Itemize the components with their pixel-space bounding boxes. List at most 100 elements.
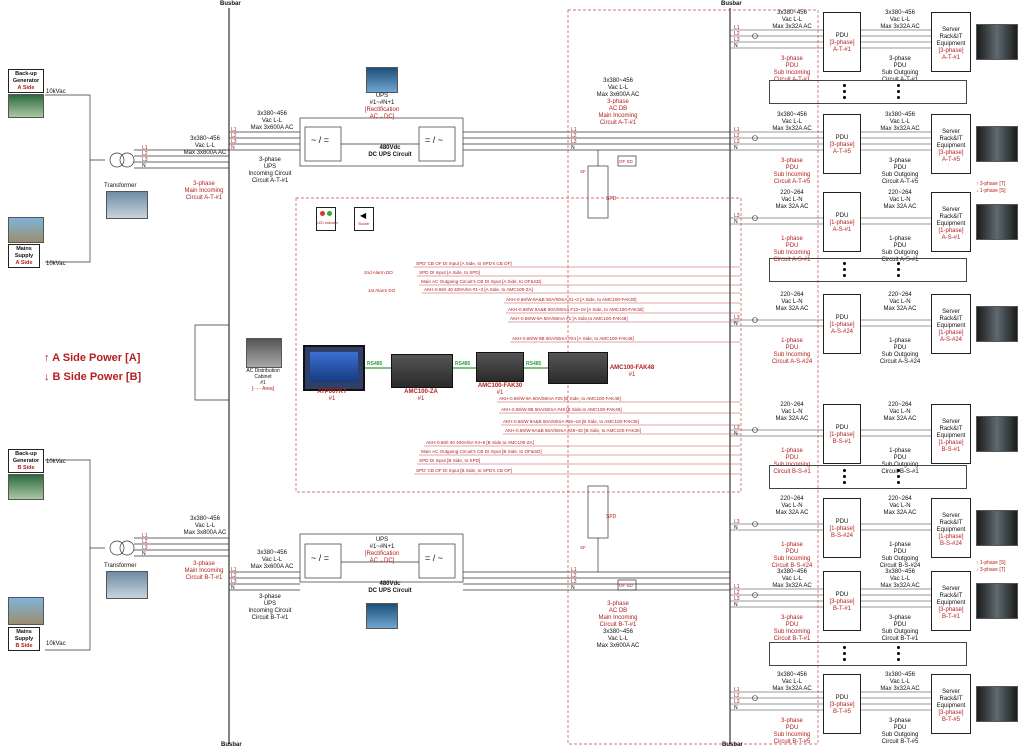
ellipsis-dots (897, 84, 900, 102)
server-label-4: [1-phase] (938, 228, 964, 234)
cabinet-photo (246, 338, 282, 368)
ups-a-l4: AC→DC] (369, 114, 395, 120)
row-sub-outgoing-line: Sub Outgoing (881, 732, 919, 738)
fak48-label: AMC100-FAK48 #1 (604, 365, 660, 379)
signal-label: SPD' CB OF DI Input [B Side, to SPD's CB… (416, 468, 512, 473)
ups-circuit-a-l2: UPS (263, 164, 277, 170)
mains-a-photo (8, 217, 44, 243)
server-label-5: B-S-#1 (941, 447, 961, 453)
pdu-label-1: PDU (835, 135, 849, 141)
tag-3phase-up: ↑ 3-phase [T] (976, 181, 1006, 187)
row-rating-line: Vac L-N (781, 503, 803, 509)
signal-label: Main AC Outgoing Circuit's CB DI Input [… (421, 279, 542, 284)
row-sub-outgoing-line: Circuit B-T-#1 (881, 636, 919, 642)
server-label-3: Equipment (936, 41, 966, 47)
generator-a-voltage: 10kVac (46, 89, 66, 95)
buzzer: ◀ Buzzer (354, 207, 374, 231)
pdu-label-3: A-S-#24 (830, 329, 853, 335)
dc-a: 480Vdc DC UPS Circuit (362, 145, 418, 159)
atp-display (303, 345, 365, 391)
row-sub-outgoing-line: Sub Outgoing (881, 629, 919, 635)
busbar-label-right-bottom: Busbar (722, 742, 743, 748)
dc-b-l1: 480Vdc (379, 581, 401, 587)
ellipsis-dots (897, 262, 900, 280)
server-label-3: Equipment (936, 433, 966, 439)
pdu-label-3: B-T-#5 (832, 709, 851, 715)
row-sub-incoming-line: 1-phase (781, 236, 803, 242)
pdu-label-1: PDU (835, 592, 849, 598)
row-sub-incoming-line: PDU (785, 455, 799, 461)
ups-circuit-b-l2: UPS (263, 601, 277, 607)
sf-b-label: SF (580, 545, 586, 550)
phase-acdb-a-l1: L1 (571, 127, 577, 133)
row-sub-outgoing-line: Circuit B-S-#1 (881, 469, 919, 475)
server-label-4: [3-phase] (938, 607, 964, 613)
ellipsis-frame (769, 465, 967, 489)
acdb-b-l5: 3x380~456 (603, 629, 633, 635)
main-rating-b-l3: Max 3x800A AC (183, 530, 227, 536)
fak30-label: AMC100-FAK30 #1 (472, 383, 528, 397)
server-label-2: Rack&IT (939, 696, 963, 702)
server-label-1: Server (942, 586, 960, 592)
row-sub-outgoing-line: PDU (893, 622, 907, 628)
mains-a-line1: Mains (16, 246, 32, 252)
row-sub-incoming-line: 1-phase (781, 338, 803, 344)
row-rating-line: Vac L-L (781, 576, 803, 582)
acdb-a-l1: 3x380~456 (603, 78, 633, 84)
row-sub-incoming-line: 3-phase (781, 718, 803, 724)
row-out-rating-line: Vac L-N (889, 409, 911, 415)
cabinet-l4: [- - - Area] (251, 386, 275, 392)
row-sub-outgoing-line: 1-phase (889, 448, 911, 454)
main-circuit-b: 3-phase Main Incoming Circuit B-T-#1 (180, 561, 228, 582)
signal-label: SPD DI Input [B Side, to SPD] (419, 458, 481, 463)
ups-b-label: UPS #1~#N+1 [Rectification AC→DC] (356, 537, 408, 565)
ellipsis-dots (843, 646, 846, 664)
row-phase-label: L1 (734, 25, 740, 31)
do1-label: 1st Alarm DO (368, 288, 396, 293)
pdu-label-2: [1-phase] (829, 526, 855, 532)
row-phase-label: L2 (734, 133, 740, 139)
generator-b-voltage: 10kVac (46, 459, 66, 465)
main-rating-a: 3x380~456 Vac L-L Max 3x800A AC (181, 136, 229, 157)
row-rating-line: Max 3x32A AC (772, 583, 812, 589)
row-rating-line: Max 3x32A AC (772, 126, 812, 132)
row-sub-outgoing-line: Sub Outgoing (881, 556, 919, 562)
main-rating-a-l3: Max 3x800A AC (183, 150, 227, 156)
row-phase-label: L1 (734, 127, 740, 133)
pdu-label-1: PDU (835, 33, 849, 39)
row-rating-line: Max 3x32A AC (772, 24, 812, 30)
pdu-box: PDU[3-phase]B-T-#5 (823, 674, 861, 734)
row-rating-line: Vac L-N (781, 409, 803, 415)
row-sub-outgoing-line: PDU (893, 165, 907, 171)
ups-circuit-a: 3-phase UPS Incoming Circuit Circuit A-T… (242, 157, 298, 185)
main-circuit-a-l1: 3-phase (193, 181, 215, 187)
main-circuit-a-l3: Circuit A-T-#1 (185, 195, 223, 201)
main-circuit-a: 3-phase Main Incoming Circuit A-T-#1 (180, 181, 228, 202)
tag-1phase-up: ↑ 1-phase [S] (976, 560, 1006, 566)
row-sub-incoming-line: PDU (785, 63, 799, 69)
phase-tb-l1: L1 (142, 533, 148, 539)
pdu-label-2: [3-phase] (829, 142, 855, 148)
server-label-1: Server (942, 513, 960, 519)
row-rating-line: Vac L-N (781, 299, 803, 305)
ups-b-l3: [Rectification (364, 551, 400, 557)
dc-b-l2: DC UPS Circuit (368, 588, 412, 594)
pdu-label-2: [1-phase] (829, 322, 855, 328)
led-indicator: LED indicator (316, 207, 338, 231)
generator-b-photo (8, 474, 44, 500)
ct-sensor (752, 695, 758, 701)
row-out-rating-line: Max 32A AC (883, 510, 917, 516)
pdu-label-3: B-S-#1 (832, 439, 852, 445)
row-sub-outgoing-line: 3-phase (889, 718, 911, 724)
row-out-rating-line: Max 32A AC (883, 416, 917, 422)
ct-sensor (752, 521, 758, 527)
row-rating-line: Vac L-L (781, 17, 803, 23)
